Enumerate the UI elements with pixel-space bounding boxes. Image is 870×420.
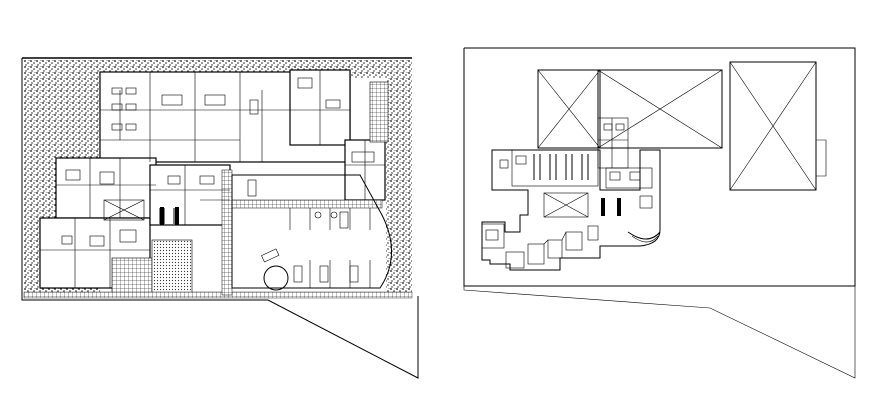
building-footprint-upper <box>481 149 661 271</box>
curved-balcony <box>627 231 661 240</box>
ground-floor-plan <box>21 57 419 379</box>
classroom-rows-upper <box>515 117 653 189</box>
upper-floor-plan <box>463 47 856 379</box>
paving-strips <box>23 81 413 299</box>
interior-walls-ground <box>40 70 385 288</box>
site-edge-lower-right <box>463 286 856 379</box>
lower-rooms-upper <box>481 223 599 269</box>
roof-volumes <box>537 61 827 191</box>
room-fixtures-ground <box>61 77 375 247</box>
parking-lot <box>231 174 392 291</box>
site-boundary-left <box>21 58 419 379</box>
column-symbols-ground <box>160 207 179 225</box>
column-symbols-upper <box>601 198 621 216</box>
room-fixtures-upper <box>499 123 653 209</box>
